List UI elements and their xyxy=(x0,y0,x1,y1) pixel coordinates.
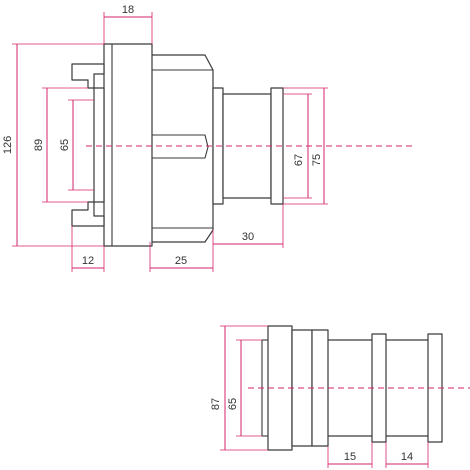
coupling-stem xyxy=(150,134,209,159)
dimension-body-length: 25 xyxy=(149,230,214,272)
coupling-body xyxy=(149,54,214,243)
dimension-tail-outer: 87 xyxy=(210,325,268,451)
dim-label-65-top: 65 xyxy=(59,139,71,151)
dimension-segment-a: 15 xyxy=(327,442,373,468)
dim-label-30: 30 xyxy=(242,231,254,243)
dimension-spigot-inner: 67 xyxy=(283,93,312,199)
claw-lug-top xyxy=(71,63,105,89)
dim-label-25: 25 xyxy=(175,255,187,267)
dimension-spigot-length: 30 xyxy=(213,204,284,248)
dim-label-126: 126 xyxy=(2,136,14,154)
dimension-overall-height: 126 xyxy=(2,43,104,247)
coupling-bore xyxy=(93,87,105,203)
dim-label-14: 14 xyxy=(401,451,413,463)
dimension-lug-span: 89 xyxy=(33,87,88,203)
dimension-tail-inner: 65 xyxy=(227,339,262,437)
dimension-lug-offset: 12 xyxy=(71,226,105,272)
coupling-top-view xyxy=(71,43,284,247)
dimension-top-width: 18 xyxy=(103,4,153,44)
dim-label-65-bottom: 65 xyxy=(227,398,239,410)
dimension-segment-b: 14 xyxy=(385,442,429,468)
dim-label-15: 15 xyxy=(344,451,356,463)
dim-label-89: 89 xyxy=(33,139,45,151)
dim-label-12: 12 xyxy=(82,255,94,267)
dimension-spigot-outer: 75 xyxy=(283,87,328,205)
dim-label-75: 75 xyxy=(311,154,323,166)
dim-label-67: 67 xyxy=(293,154,305,166)
coupling-flange xyxy=(103,43,153,247)
dim-label-87: 87 xyxy=(210,398,222,410)
dim-label-18: 18 xyxy=(122,4,134,16)
claw-lug-bottom xyxy=(71,201,105,227)
dimension-inner-bore: 65 xyxy=(59,99,94,191)
